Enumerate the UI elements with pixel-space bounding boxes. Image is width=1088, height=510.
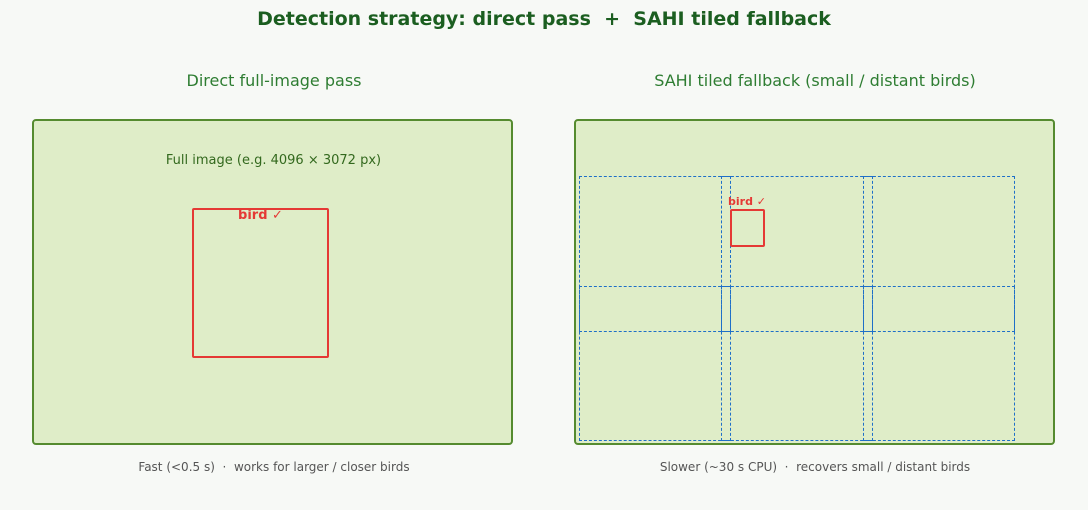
full-image-panel xyxy=(32,119,513,445)
tile-r1-c3 xyxy=(863,176,1015,332)
small-bird-detection-box xyxy=(730,209,765,247)
diagram-title: Detection strategy: direct pass + SAHI t… xyxy=(257,8,831,30)
right-panel-caption: Slower (~30 s CPU) · recovers small / di… xyxy=(659,460,971,474)
tile-r2-c2 xyxy=(721,286,873,441)
full-image-label: Full image (e.g. 4096 × 3072 px) xyxy=(165,153,382,168)
tile-r1-c1 xyxy=(579,176,731,332)
tile-r2-c1 xyxy=(579,286,731,441)
left-panel-caption: Fast (<0.5 s) · works for larger / close… xyxy=(138,460,410,474)
right-panel-heading: SAHI tiled fallback (small / distant bir… xyxy=(654,71,976,90)
bird-detection-label: bird ✓ xyxy=(238,208,283,223)
tiled-image-panel xyxy=(574,119,1055,445)
small-bird-detection-label: bird ✓ xyxy=(728,195,766,208)
left-panel-heading: Direct full-image pass xyxy=(186,71,362,90)
tile-r2-c3 xyxy=(863,286,1015,441)
bird-detection-box xyxy=(192,208,329,358)
tile-r1-c2 xyxy=(721,176,873,332)
